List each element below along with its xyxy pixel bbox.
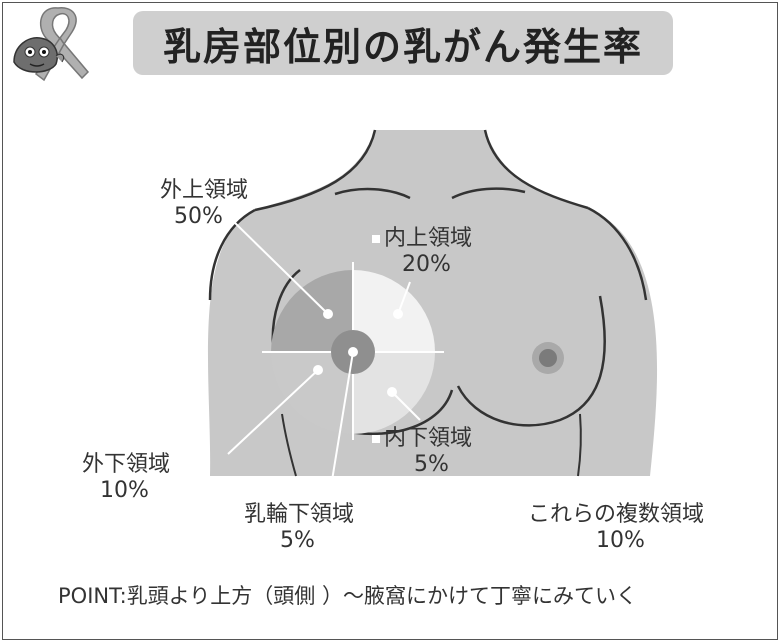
multiple-name: これらの複数領域: [528, 502, 705, 527]
marker-square: [70, 461, 78, 469]
outer-lower-value: 10%: [100, 478, 149, 504]
inner-lower-label: 内下領域 5%: [372, 426, 472, 479]
inner-lower-value: 5%: [414, 452, 449, 478]
title-banner: 乳房部位別の乳がん発生率: [133, 11, 673, 75]
leader-lines: [227, 219, 421, 506]
multiple-label: これらの複数領域 10%: [516, 502, 704, 555]
multiple-value: 10%: [596, 528, 645, 554]
inner-upper-name: 内上領域: [384, 226, 473, 251]
outer-upper-label: 外上領域 50%: [160, 178, 248, 231]
outer-upper-quadrant: [271, 270, 353, 352]
point-note: POINT:乳頭より上方（頭側 ）～腋窩にかけて丁寧にみていく: [58, 580, 637, 610]
marker-square: [584, 537, 592, 546]
right-breast: [456, 295, 606, 477]
torso-body: [207, 130, 658, 476]
inner-upper-label: 内上領域 20%: [372, 226, 472, 279]
point-label: POINT: [58, 584, 120, 608]
outer-lower-quadrant: [271, 352, 353, 434]
marker-square: [232, 511, 240, 519]
marker-square: [372, 435, 380, 443]
point-text: 乳頭より上方（頭側 ）～腋窩にかけて丁寧にみていく: [126, 584, 637, 608]
inner-upper-value: 20%: [402, 252, 451, 278]
logo: [13, 7, 90, 82]
marker-square: [516, 511, 524, 519]
inner-lower-name: 内下領域: [384, 426, 473, 451]
subareolar-label: 乳輪下領域 5%: [232, 502, 354, 555]
outer-lower-name: 外下領域: [82, 452, 171, 477]
subareolar-name: 乳輪下領域: [244, 502, 355, 527]
point-separator: :: [119, 584, 127, 608]
marker-square: [372, 235, 380, 243]
page-title: 乳房部位別の乳がん発生率: [162, 24, 643, 69]
mascot-character-icon: [13, 37, 65, 73]
outer-upper-value: 50%: [174, 204, 223, 230]
subareolar-value: 5%: [280, 528, 315, 554]
neck-and-clavicles: [254, 129, 589, 212]
outer-lower-label: 外下領域 10%: [70, 452, 170, 505]
outer-upper-name: 外上領域: [160, 178, 249, 203]
